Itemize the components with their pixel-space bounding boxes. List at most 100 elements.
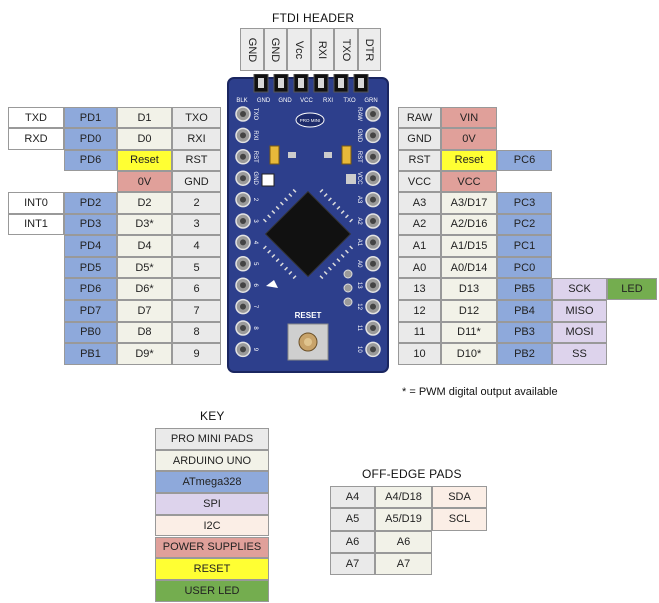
off-edge-cell: SDA: [432, 486, 487, 508]
ftdi-pin-3: RXI: [311, 28, 335, 71]
key-item: I2C: [155, 515, 269, 537]
right-pin-cell: PC1: [497, 235, 552, 257]
ftdi-pin-contact: [318, 78, 324, 88]
ftdi-pin-1: GND: [264, 28, 288, 71]
board-right-label: VCC: [356, 172, 362, 185]
left-pin-cell: 3: [172, 214, 221, 236]
left-pin-cell: RST: [172, 150, 221, 171]
right-pin-cell: A0/D14: [441, 257, 497, 279]
left-pad-hole: [240, 111, 246, 117]
right-pin-cell: 12: [398, 300, 441, 322]
right-pin-cell: GND: [398, 128, 441, 149]
right-pin-cell: A3: [398, 192, 441, 214]
left-pad-hole: [240, 304, 246, 310]
left-pin-cell: D8: [117, 322, 172, 344]
off-edge-cell: A6: [330, 531, 375, 553]
a4-pad: [344, 270, 352, 278]
right-pin-cell: 11: [398, 322, 441, 344]
off-edge-cell: A5: [330, 508, 375, 530]
board-right-label: RAW: [356, 107, 362, 121]
right-pad-hole: [370, 197, 376, 203]
left-pin-cell: 9: [172, 343, 221, 365]
key-item: RESET: [155, 558, 269, 580]
left-pin-cell: RXI: [172, 128, 221, 149]
left-pad-hole: [240, 175, 246, 181]
right-pin-cell: RAW: [398, 107, 441, 128]
right-pad-hole: [370, 282, 376, 288]
left-pin-cell: 5: [172, 257, 221, 279]
board-right-label: GND: [356, 129, 362, 143]
left-pin-cell: PD4: [64, 235, 117, 257]
key-title: KEY: [200, 409, 225, 423]
right-pin-cell: LED: [607, 278, 657, 300]
left-pin-cell: D7: [117, 300, 172, 322]
right-pin-cell: 0V: [441, 128, 497, 149]
board-right-label: RST: [356, 151, 362, 163]
ftdi-pin-label: TXO: [340, 38, 352, 61]
left-pin-cell: Reset: [117, 150, 172, 171]
right-pin-cell: PB3: [497, 322, 552, 344]
ftdi-pin-0: GND: [240, 28, 264, 71]
left-pin-cell: INT1: [8, 214, 64, 236]
ftdi-pin-contact: [338, 78, 344, 88]
board-right-label: A1: [356, 239, 362, 247]
left-pad-hole: [240, 325, 246, 331]
board-left-label: GND: [252, 172, 258, 186]
right-pin-cell: A1: [398, 235, 441, 257]
key-item: PRO MINI PADS: [155, 428, 269, 450]
board-right-label: 10: [356, 346, 362, 353]
right-pin-cell: D12: [441, 300, 497, 322]
right-pad-hole: [370, 304, 376, 310]
board-top-label: BLK: [236, 98, 247, 104]
right-pad-hole: [370, 239, 376, 245]
ftdi-pin-4: TXO: [334, 28, 358, 71]
off-edge-cell: A5/D19: [375, 508, 432, 530]
left-pin-cell: PB0: [64, 322, 117, 344]
left-pin-cell: 0V: [117, 171, 172, 192]
smd-component: [346, 174, 356, 184]
left-pin-cell: GND: [172, 171, 221, 192]
capacitor: [270, 146, 279, 164]
right-pin-cell: RST: [398, 150, 441, 171]
left-pin-cell: INT0: [8, 192, 64, 214]
ftdi-pin-contact: [358, 78, 364, 88]
board-left-label: TXO: [252, 108, 258, 121]
left-pin-cell: PD6: [64, 278, 117, 300]
key-item: SPI: [155, 493, 269, 515]
ftdi-pin-label: RXI: [316, 40, 328, 58]
key-item: ARDUINO UNO: [155, 450, 269, 472]
smd-component: [324, 152, 332, 158]
capacitor: [342, 146, 351, 164]
board-left-label: RST: [252, 151, 258, 163]
right-pin-cell: SS: [552, 343, 607, 365]
right-pin-cell: PB4: [497, 300, 552, 322]
right-pin-cell: A2/D16: [441, 214, 497, 236]
right-pin-cell: MISO: [552, 300, 607, 322]
right-pin-cell: PB2: [497, 343, 552, 365]
left-pin-cell: 6: [172, 278, 221, 300]
left-pin-cell: PB1: [64, 343, 117, 365]
right-pin-cell: VIN: [441, 107, 497, 128]
left-pin-cell: PD0: [64, 128, 117, 149]
board-right-label: 12: [356, 303, 362, 310]
board-right-label: A2: [356, 217, 362, 225]
pwm-note: * = PWM digital output available: [402, 386, 558, 398]
board-top-label: GND: [257, 98, 271, 104]
left-pin-cell: TXD: [8, 107, 64, 128]
left-pin-cell: PD2: [64, 192, 117, 214]
a6-pad: [344, 298, 352, 306]
right-pad-hole: [370, 132, 376, 138]
left-pad-hole: [240, 197, 246, 203]
right-pin-cell: D10*: [441, 343, 497, 365]
board-top-label: TXO: [343, 98, 356, 104]
right-pin-cell: PB5: [497, 278, 552, 300]
left-pad-hole: [240, 239, 246, 245]
right-pin-cell: PC2: [497, 214, 552, 236]
ftdi-header-title: FTDI HEADER: [272, 11, 354, 25]
ftdi-pin-2: Vcc: [287, 28, 311, 71]
ftdi-pin-label: GND: [269, 37, 281, 61]
right-pin-cell: D11*: [441, 322, 497, 344]
board-right-label: A0: [356, 260, 362, 268]
ftdi-pin-5: DTR: [358, 28, 382, 71]
